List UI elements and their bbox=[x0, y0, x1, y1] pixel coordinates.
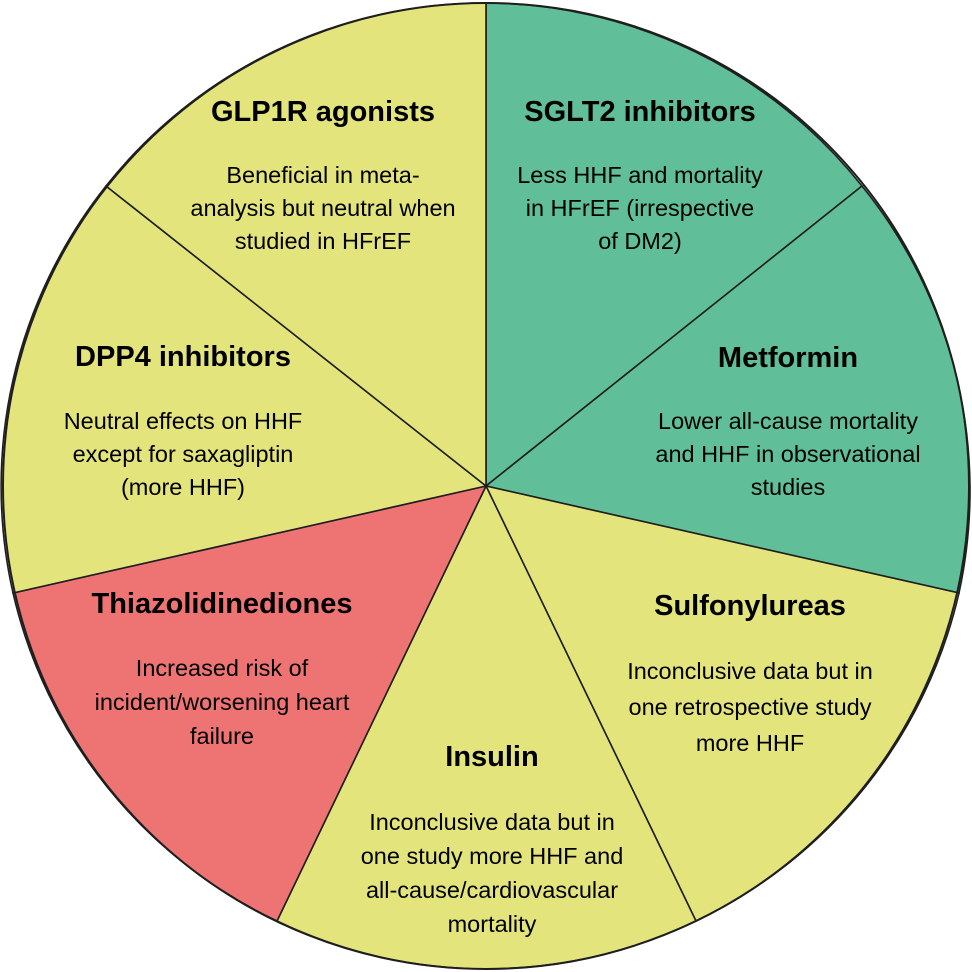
segment-title-thiazolidinediones: Thiazolidinediones bbox=[91, 588, 352, 620]
segment-title-metformin: Metformin bbox=[718, 342, 858, 374]
segment-text-sulfonylureas: more HHF bbox=[696, 730, 804, 756]
segment-title-glp1r: GLP1R agonists bbox=[211, 96, 435, 128]
slice-dpp4 bbox=[0, 184, 488, 594]
segment-text-glp1r: Beneficial in meta- bbox=[226, 162, 419, 188]
segment-text-sulfonylureas: one retrospective study bbox=[629, 694, 872, 720]
segment-text-insulin: mortality bbox=[448, 911, 537, 937]
segment-text-insulin: Inconclusive data but in bbox=[369, 809, 615, 835]
segment-text-sulfonylureas: Inconclusive data but in bbox=[627, 658, 873, 684]
segment-text-metformin: and HHF in observational bbox=[655, 441, 920, 467]
segment-text-dpp4: Neutral effects on HHF bbox=[64, 408, 303, 434]
segment-text-thiazolidinediones: failure bbox=[190, 723, 254, 749]
segment-text-glp1r: studied in HFrEF bbox=[235, 228, 411, 254]
segment-text-glp1r: analysis but neutral when bbox=[190, 195, 455, 221]
segment-text-dpp4: (more HHF) bbox=[121, 474, 245, 500]
segment-text-sglt2: in HFrEF (irrespective bbox=[526, 195, 755, 221]
segment-title-dpp4: DPP4 inhibitors bbox=[75, 341, 291, 373]
segment-text-sglt2: of DM2) bbox=[598, 228, 682, 254]
segment-text-metformin: studies bbox=[751, 474, 825, 500]
segment-text-insulin: one study more HHF and bbox=[361, 843, 624, 869]
segment-text-thiazolidinediones: Increased risk of bbox=[136, 655, 309, 681]
segment-text-dpp4: except for saxagliptin bbox=[73, 441, 294, 467]
segment-title-sulfonylureas: Sulfonylureas bbox=[654, 590, 846, 622]
segment-text-thiazolidinediones: incident/worsening heart bbox=[95, 689, 350, 715]
segment-title-sglt2: SGLT2 inhibitors bbox=[524, 96, 755, 128]
segment-text-insulin: all-cause/cardiovascular bbox=[366, 877, 618, 903]
segment-text-metformin: Lower all-cause mortality bbox=[658, 408, 918, 434]
segment-text-sglt2: Less HHF and mortality bbox=[517, 162, 763, 188]
segment-title-insulin: Insulin bbox=[445, 741, 538, 773]
